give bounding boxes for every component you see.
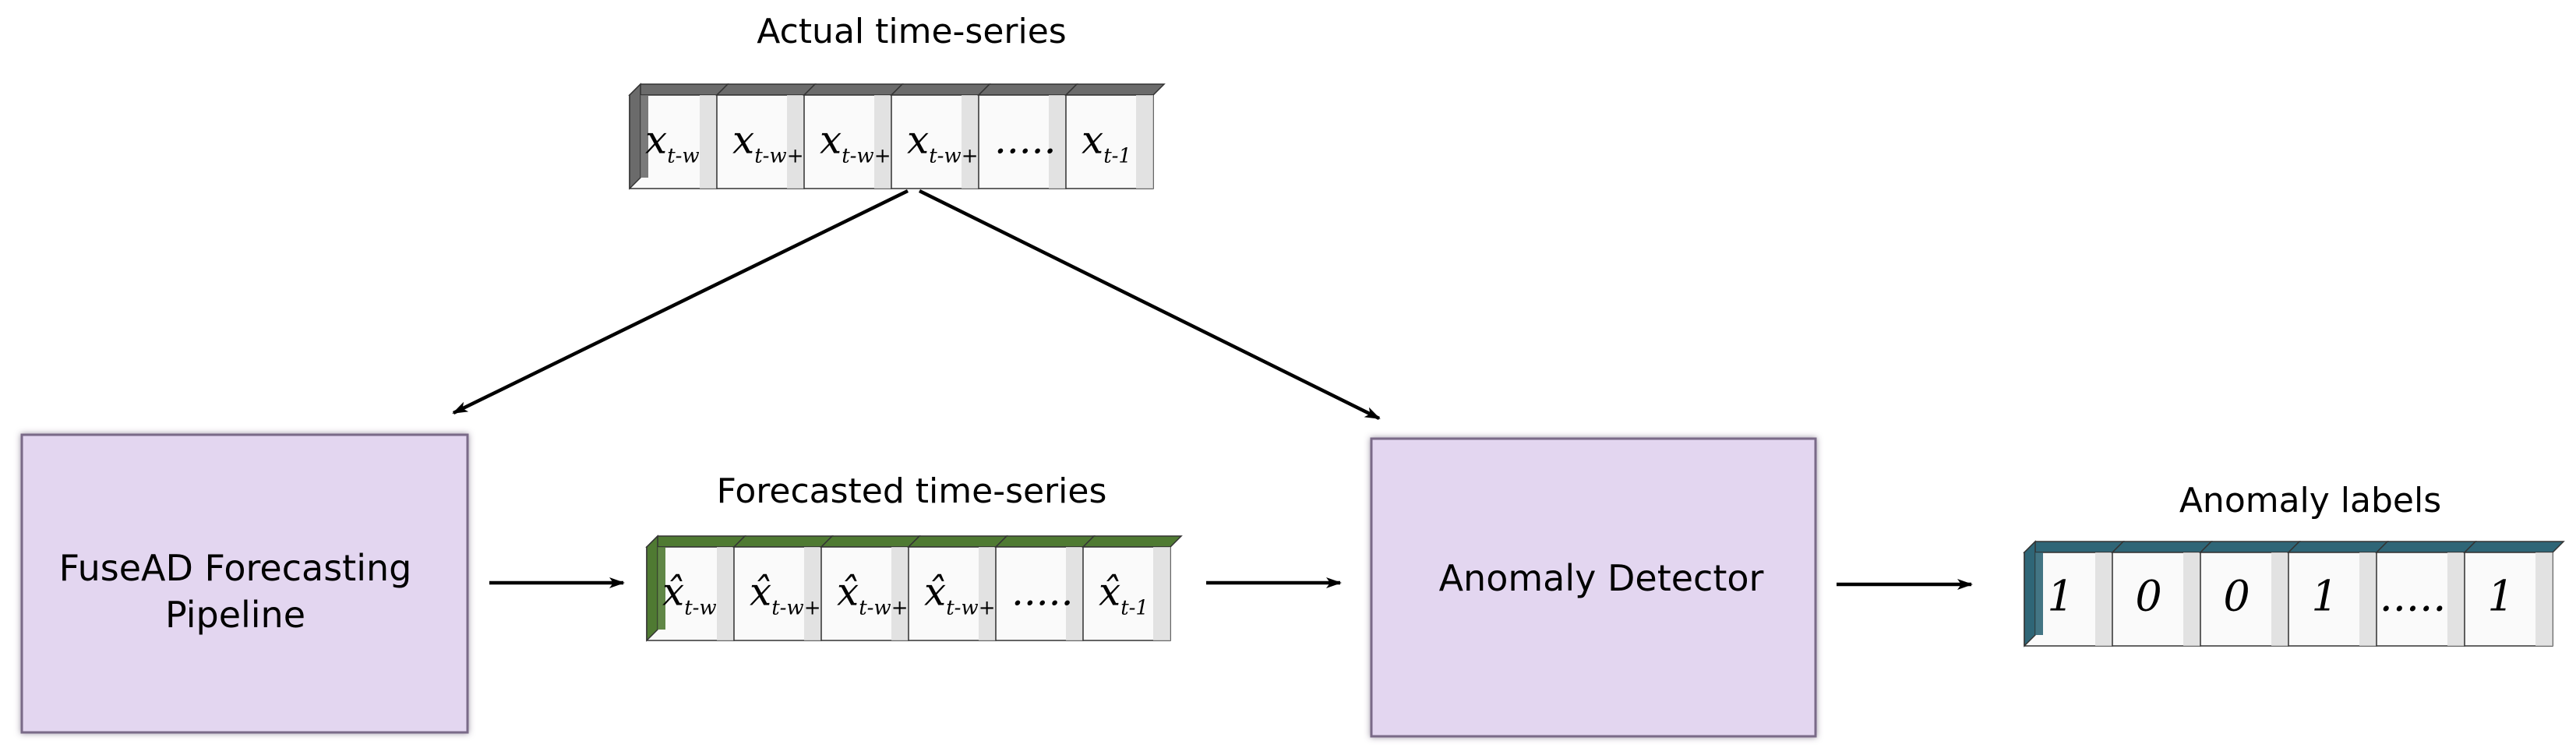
anomaly-label-cell-3: 0 xyxy=(2199,541,2301,647)
anomaly-label-cell-2: 0 xyxy=(2111,541,2213,647)
forecast-series-cell-4: x̂t-w+3 xyxy=(907,535,1008,641)
anomaly-label-cell-6: 1 xyxy=(2463,541,2565,647)
anomaly-label-cell-1: 1 xyxy=(2023,540,2125,647)
anomaly-label-cell-label-6: 1 xyxy=(2487,571,2514,620)
anomaly-labels-strip: 1 0 0 1..... 1 xyxy=(2023,540,2565,647)
anomaly-label-cell-4: 1 xyxy=(2287,541,2389,647)
forecasting-pipeline-box: FuseAD Forecasting Pipeline xyxy=(20,433,469,734)
anomaly-detector-box: Anomaly Detector xyxy=(1370,437,1817,738)
actual-series-title: Actual time-series xyxy=(757,12,1066,51)
forecast-series-cell-1: x̂t-w xyxy=(645,534,746,642)
actual-series-cell-1: xt-w xyxy=(628,83,729,190)
actual-series-cell-6: xt-1 xyxy=(1064,83,1166,189)
arrow-actual-to-detector xyxy=(919,189,1381,421)
anomaly-label-cell-label-3: 0 xyxy=(2223,571,2250,620)
arrow-actual-to-forecasting xyxy=(452,189,909,415)
forecasting-pipeline-rect xyxy=(20,433,469,734)
anomaly-detector-rect xyxy=(1370,437,1817,738)
anomaly-labels-title: Anomaly labels xyxy=(2179,481,2441,520)
forecasting-pipeline-label-1: FuseAD Forecasting xyxy=(59,547,412,589)
forecast-series-cell-label-1: x̂t-w xyxy=(662,569,717,619)
anomaly-label-cell-label-2: 0 xyxy=(2135,571,2161,620)
anomaly-label-cell-label-1: 1 xyxy=(2047,571,2073,620)
forecast-series-cell-2: x̂t-w+1 xyxy=(732,535,834,641)
forecasting-pipeline-label-2: Pipeline xyxy=(165,594,305,636)
actual-series-cell-5: ..... xyxy=(977,83,1078,189)
actual-series-cell-label-5: ..... xyxy=(994,117,1056,162)
forecast-series-cell-3: x̂t-w+2 xyxy=(820,535,921,641)
anomaly-detector-label: Anomaly Detector xyxy=(1439,557,1764,599)
actual-series-cell-2: xt-w+1 xyxy=(715,83,817,189)
anomaly-label-cell-label-4: 1 xyxy=(2311,571,2338,620)
actual-series-cell-label-1: xt-w xyxy=(645,117,700,168)
forecast-series-cell-label-6: x̂t-1 xyxy=(1099,569,1149,619)
actual-series-cell-4: xt-w+3 xyxy=(890,83,991,189)
actual-series-cell-label-6: xt-1 xyxy=(1082,117,1131,168)
forecast-series-title: Forecasted time-series xyxy=(717,471,1107,511)
forecast-series-cell-5: ..... xyxy=(994,535,1096,641)
anomaly-label-cell-label-5: ..... xyxy=(2380,571,2447,620)
actual-series-cell-3: xt-w+2 xyxy=(803,83,904,189)
forecast-series-cell-6: x̂t-1 xyxy=(1082,535,1183,641)
anomaly-label-cell-5: ..... xyxy=(2375,541,2477,647)
forecast-series-cell-label-5: ..... xyxy=(1011,569,1073,614)
